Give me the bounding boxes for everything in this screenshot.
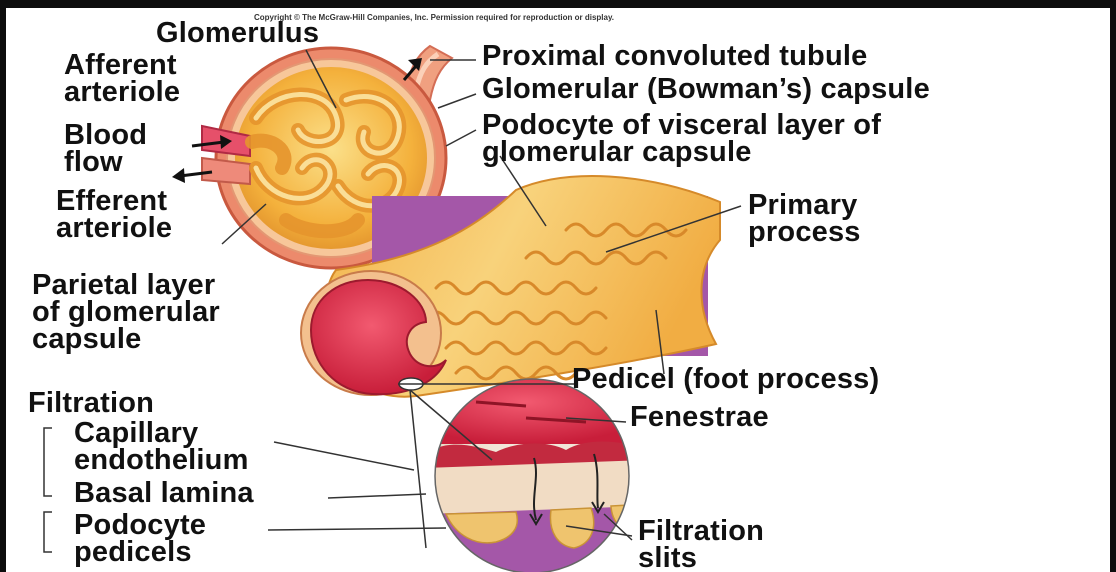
label-fenestrae: Fenestrae: [630, 404, 769, 431]
filtration-membrane-closeup: [426, 374, 646, 572]
label-filtration: Filtration: [28, 390, 154, 417]
label-capillary-endothelium: Capillary endothelium: [74, 420, 249, 474]
label-parietal-layer: Parietal layer of glomerular capsule: [32, 272, 220, 353]
diagram-canvas: Copyright © The McGraw-Hill Companies, I…: [6, 8, 1110, 572]
label-bowmans-capsule: Glomerular (Bowman’s) capsule: [482, 76, 930, 103]
label-blood-flow: Blood flow: [64, 122, 147, 176]
label-proximal-convoluted-tubule: Proximal convoluted tubule: [482, 43, 867, 70]
label-podocyte-pedicels: Podocyte pedicels: [74, 512, 206, 566]
label-efferent-arteriole: Efferent arteriole: [56, 188, 172, 242]
label-afferent-arteriole: Afferent arteriole: [64, 52, 180, 106]
label-glomerulus: Glomerulus: [156, 20, 319, 47]
label-podocyte-visceral: Podocyte of visceral layer of glomerular…: [482, 112, 881, 166]
label-pedicel: Pedicel (foot process): [572, 366, 879, 393]
label-primary-process: Primary process: [748, 192, 861, 246]
label-basal-lamina: Basal lamina: [74, 480, 254, 507]
label-filtration-slits: Filtration slits: [638, 518, 764, 572]
